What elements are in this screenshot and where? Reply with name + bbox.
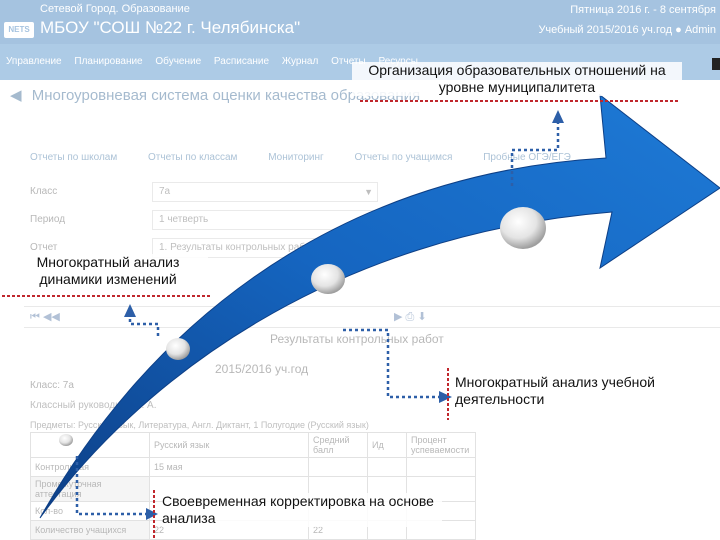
milestone-dot-3 xyxy=(311,264,345,294)
connector-correction xyxy=(75,456,148,516)
connector-municipal xyxy=(510,122,560,186)
nav-item-schedule[interactable]: Расписание xyxy=(213,56,270,67)
top-header: NETS Сетевой Город. Образование МБОУ "СО… xyxy=(0,0,720,44)
site-title: Сетевой Город. Образование xyxy=(40,3,190,15)
milestone-dot-4 xyxy=(500,207,546,249)
period-selector[interactable]: Учебный 2015/2016 уч.год xyxy=(538,24,673,36)
label-dynamics: Многократный анализ динамики изменений xyxy=(8,254,208,288)
milestone-dot-2 xyxy=(166,338,190,360)
class-select[interactable]: 7а▼ xyxy=(152,182,378,202)
nav-item-reports[interactable]: Отчеты xyxy=(331,56,366,67)
org-name: МБОУ "СОШ №22 г. Челябинска" xyxy=(40,18,301,37)
nav-item-planning[interactable]: Планирование xyxy=(74,56,143,67)
tab-class-reports[interactable]: Отчеты по классам xyxy=(148,152,238,163)
arrowhead-up-icon xyxy=(552,110,564,123)
period-field-label: Период xyxy=(30,214,66,225)
report-field-label: Отчет xyxy=(30,242,58,253)
arrowhead-up-icon xyxy=(124,304,136,317)
growth-arrow xyxy=(39,93,720,519)
report-title: Результаты контрольных работ xyxy=(270,332,444,346)
class-field-label: Класс xyxy=(30,186,58,197)
export-icons[interactable]: ▶ ⎙ ⬇ xyxy=(394,311,427,323)
first-page-icon[interactable]: ⏮ ◀◀ xyxy=(30,311,60,323)
tab-trial-exams[interactable]: Пробные ОГЭ/ЕГЭ xyxy=(483,152,571,163)
app-logo: NETS xyxy=(4,22,34,38)
user-icon: ● xyxy=(675,24,685,36)
report-toolbar: ⏮ ◀◀ ▶ ⎙ ⬇ xyxy=(24,306,720,328)
arrowhead-right-icon xyxy=(439,391,452,403)
arrowhead-right-icon xyxy=(146,508,158,520)
corner-mark xyxy=(712,58,720,70)
back-arrow-icon[interactable]: ◀ xyxy=(10,87,22,104)
chevron-down-icon: ▼ xyxy=(364,187,373,197)
connector-learning xyxy=(343,328,440,399)
page-title: ◀ Многоуровневая система оценки качества… xyxy=(10,87,421,104)
subjects-line: Предметы: Русский язык, Литература, Англ… xyxy=(30,420,369,430)
class-line: Класс: 7а xyxy=(30,380,74,391)
tab-student-reports[interactable]: Отчеты по учащимся xyxy=(354,152,453,163)
nav-item-resources[interactable]: Ресурсы xyxy=(378,56,417,67)
tab-monitoring[interactable]: Мониторинг xyxy=(268,152,324,163)
nav-item-journal[interactable]: Журнал xyxy=(281,56,319,67)
tab-school-reports[interactable]: Отчеты по школам xyxy=(30,152,118,163)
milestone-dot-1 xyxy=(59,434,73,446)
teacher-line: Классный руководитель: А. xyxy=(30,400,157,411)
nav-item-learning[interactable]: Обучение xyxy=(155,56,202,67)
user-name[interactable]: Admin xyxy=(684,24,716,36)
label-correction: Своевременная корректировка на основе ан… xyxy=(162,493,442,527)
period-user: Учебный 2015/2016 уч.год ● Admin xyxy=(538,24,716,36)
connector-dynamics xyxy=(128,314,160,336)
label-learning: Многократный анализ учебной деятельности xyxy=(455,374,665,408)
label-municipal: Организация образовательных отношений на… xyxy=(352,62,682,96)
date-text: Пятница 2016 г. - 8 сентября xyxy=(570,4,716,16)
report-tabs: Отчеты по школам Отчеты по классам Монит… xyxy=(30,152,599,163)
nav-item-management[interactable]: Управление xyxy=(6,56,62,67)
report-year: 2015/2016 уч.год xyxy=(215,362,309,376)
table-row: Контрольная 15 мая xyxy=(30,457,476,477)
